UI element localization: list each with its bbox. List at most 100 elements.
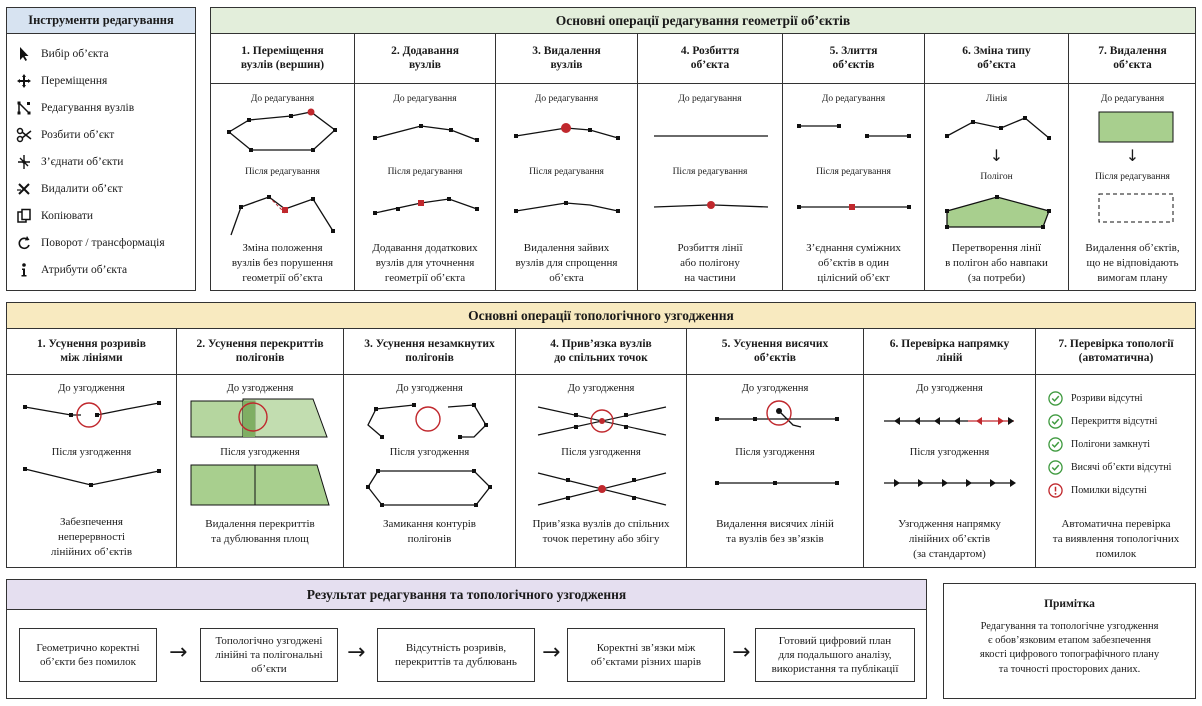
- tool-move[interactable]: Переміщення: [7, 71, 195, 91]
- delete-cross-icon: [7, 181, 41, 197]
- op-title: 1. Переміщення вузлів (вершин): [211, 34, 354, 84]
- op-title: 6. Перевірка напрямку ліній: [864, 329, 1035, 375]
- merge-icon: [7, 154, 41, 170]
- topology-op-overlaps: 2. Усунення перекриттів полігонів До узг…: [177, 329, 344, 568]
- dangles-before-diagram: [715, 400, 839, 428]
- geometry-panel-title: Основні операції редагування геометрії о…: [211, 8, 1195, 34]
- topology-panel-title: Основні операції топологічного узгодженн…: [7, 303, 1195, 329]
- tool-label: Переміщення: [41, 75, 108, 87]
- after-label: Після редагування: [529, 167, 604, 177]
- op-description: Розбиття лінії або полігону на частини: [677, 242, 743, 284]
- topology-op-auto-check: 7. Перевірка топології (автоматична) Роз…: [1036, 329, 1196, 568]
- tool-split[interactable]: Розбити об’єкт: [7, 125, 195, 145]
- direction-before-diagram: [884, 417, 1014, 425]
- before-label: До узгодження: [396, 383, 463, 394]
- op-description: Зміна положення вузлів без порушення гео…: [231, 242, 334, 284]
- topology-op-unclosed: 3. Усунення незамкнутих полігонів До узг…: [344, 329, 516, 568]
- after-label: Після узгодження: [51, 447, 132, 458]
- check-item: Перекриття відсутні: [1048, 414, 1157, 429]
- tool-delete[interactable]: Видалити об’єкт: [7, 179, 195, 199]
- after-label: Після редагування: [245, 167, 320, 177]
- dangles-after-diagram: [715, 481, 839, 485]
- before-label: До узгодження: [916, 383, 983, 394]
- op-title: 2. Усунення перекриттів полігонів: [177, 329, 343, 375]
- before-label: До редагування: [250, 94, 315, 104]
- result-panel-title: Результат редагування та топологічного у…: [7, 580, 926, 610]
- op-title: 6. Зміна типу об’єкта: [925, 34, 1068, 84]
- pointer-arrow-icon: [7, 46, 41, 62]
- geometry-op-move-nodes: 1. Переміщення вузлів (вершин) До редагу…: [211, 34, 355, 291]
- polygon-label: Полігон: [980, 172, 1013, 182]
- result-step: Готовий цифровий план для подальшого ана…: [755, 628, 915, 682]
- op-description: Видалення перекриттів та дублювання площ: [205, 518, 315, 545]
- before-label: До узгодження: [226, 383, 294, 394]
- after-label: Після узгодження: [389, 447, 470, 458]
- geometry-op-delete-object: 7. Видалення об’єкта До редагування ↓ Пі…: [1069, 34, 1196, 291]
- node-edit-icon: [7, 100, 41, 116]
- topology-op-gaps: 1. Усунення розривів між лініями До узго…: [7, 329, 177, 568]
- tool-copy[interactable]: Копіювати: [7, 206, 195, 226]
- tool-select[interactable]: Вибір об’єкта: [7, 44, 195, 64]
- unclosed-after-diagram: [366, 469, 492, 507]
- tool-node-edit[interactable]: Редагування вузлів: [7, 98, 195, 118]
- after-label: Після редагування: [816, 167, 891, 177]
- check-circle-icon: [1048, 460, 1063, 475]
- after-label: Після редагування: [387, 167, 463, 177]
- before-label: До узгодження: [741, 383, 809, 394]
- check-label: Перекриття відсутні: [1071, 416, 1158, 427]
- geometry-operations-panel: Основні операції редагування геометрії о…: [210, 7, 1196, 291]
- check-circle-icon: [1048, 391, 1063, 406]
- after-label: Після узгодження: [220, 447, 300, 458]
- tool-label: Копіювати: [41, 210, 94, 222]
- check-item: Розриви відсутні: [1048, 391, 1143, 406]
- before-label: До редагування: [393, 94, 457, 104]
- merge-after-diagram: [797, 204, 911, 210]
- after-label: Після узгодження: [735, 447, 815, 458]
- split-before-diagram: [654, 135, 768, 137]
- op-description: Видалення об’єктів, що не відповідають в…: [1085, 242, 1180, 284]
- result-step: Геометрично коректні об’єкти без помилок: [19, 628, 157, 682]
- check-item: Полігони замкнуті: [1048, 437, 1150, 452]
- down-arrow-icon: ↓: [989, 146, 1004, 165]
- alert-circle-icon: [1048, 483, 1063, 498]
- after-label: Після узгодження: [909, 447, 990, 458]
- before-label: До узгодження: [58, 383, 125, 394]
- gaps-after-diagram: [23, 467, 161, 487]
- tool-label: Видалити об’єкт: [41, 183, 123, 195]
- snap-before-diagram: [537, 406, 667, 436]
- check-label: Висячі об’єкти відсутні: [1071, 462, 1172, 473]
- op-description: З’єднання суміжних об’єктів в один ціліс…: [806, 242, 901, 284]
- geometry-op-merge-objects: 5. Злиття об’єктів До редагування Після …: [783, 34, 925, 291]
- check-circle-icon: [1048, 437, 1063, 452]
- scissors-icon: [7, 127, 41, 143]
- after-label: Після узгодження: [561, 447, 641, 458]
- tool-merge[interactable]: З’єднати об’єкти: [7, 152, 195, 172]
- geometry-op-change-type: 6. Зміна типу об’єкта Лінія ↓ Полігон Пе…: [925, 34, 1069, 291]
- move-nodes-after-diagram: [230, 195, 335, 236]
- before-label: До узгодження: [567, 383, 635, 394]
- op-description: Видалення висячих ліній та вузлів без зв…: [716, 518, 834, 545]
- info-icon: [7, 262, 41, 278]
- op-description: Забезпечення неперервності лінійних об’є…: [50, 516, 133, 558]
- move-nodes-before-diagram: [227, 108, 337, 152]
- topology-op-snap: 4. Прив’язка вузлів до спільних точок До…: [516, 329, 687, 568]
- op-description: Прив’язка вузлів до спільних точок перет…: [532, 518, 670, 545]
- tool-label: Вибір об’єкта: [41, 48, 109, 60]
- result-step: Відсутність розривів, перекриттів та дуб…: [377, 628, 535, 682]
- topology-op-dangles: 5. Усунення висячих об’єктів До узгоджен…: [687, 329, 864, 568]
- merge-before-diagram: [797, 124, 911, 138]
- delete-nodes-before-diagram: [514, 123, 620, 140]
- op-description: Замикання контурів полігонів: [383, 518, 476, 545]
- topology-op-direction: 6. Перевірка напрямку ліній До узгодженн…: [864, 329, 1036, 568]
- note-title: Примітка: [1044, 598, 1095, 610]
- note-panel: Примітка Редагування та топологічне узго…: [943, 583, 1196, 699]
- op-title: 1. Усунення розривів між лініями: [7, 329, 176, 375]
- tool-label: Розбити об’єкт: [41, 129, 115, 141]
- add-nodes-before-diagram: [373, 124, 479, 142]
- topology-operations-panel: Основні операції топологічного узгодженн…: [6, 302, 1196, 568]
- result-step: Топологічно узгоджені лінійні та полігон…: [200, 628, 338, 682]
- tool-rotate[interactable]: Поворот / трансформація: [7, 233, 195, 253]
- note-text: Редагування та топологічне узгодження є …: [979, 621, 1160, 675]
- tool-attributes[interactable]: Атрибути об’єкта: [7, 260, 195, 280]
- check-label: Розриви відсутні: [1071, 393, 1143, 404]
